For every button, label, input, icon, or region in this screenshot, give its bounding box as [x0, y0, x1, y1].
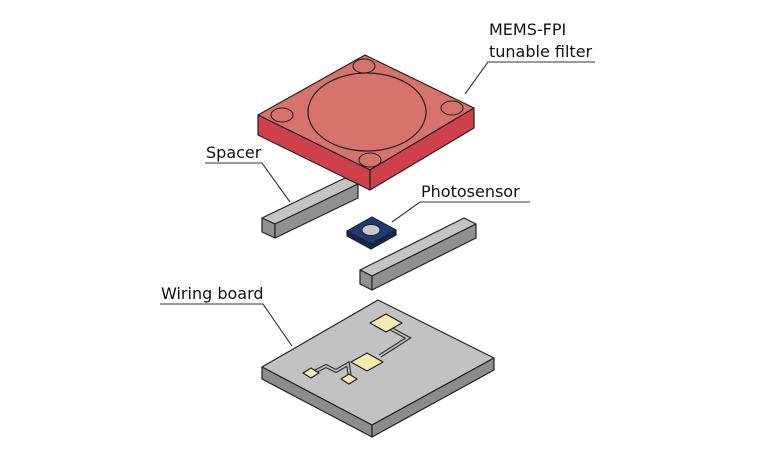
- spacer-left-side: [274, 183, 359, 239]
- filter-mount-hole: [270, 107, 294, 123]
- label-filter-line2: tunable filter: [489, 42, 593, 61]
- mems-fpi-filter: [257, 54, 475, 191]
- leader-line-photosensor: [391, 201, 530, 223]
- bond-pad: [302, 367, 320, 379]
- bond-pad: [369, 313, 403, 333]
- leader-line-filter: [464, 61, 595, 95]
- leader-line-wiring-board: [160, 303, 293, 347]
- filter-mount-hole: [440, 100, 464, 116]
- label-photosensor: Photosensor: [421, 182, 520, 201]
- bond-pad: [350, 352, 384, 372]
- filter-mount-hole: [358, 152, 382, 168]
- spacer-right: [359, 217, 477, 291]
- wiring-board-right-side: [371, 357, 495, 438]
- photosensor-body-side: [370, 229, 397, 250]
- wiring-board: [261, 299, 495, 438]
- photosensor-window: [361, 224, 381, 236]
- spacer-right-side: [371, 223, 477, 291]
- wiring-trace: [311, 362, 351, 379]
- label-spacer: Spacer: [206, 143, 262, 162]
- filter-right-side: [369, 107, 475, 191]
- label-wiring-board: Wiring board: [161, 284, 264, 303]
- bond-pad: [340, 373, 358, 385]
- leader-line-spacer: [205, 162, 291, 203]
- filter-mount-hole: [352, 58, 376, 74]
- spacer-left: [261, 177, 359, 239]
- label-filter-line1: MEMS-FPI: [489, 20, 566, 39]
- wiring-trace: [379, 325, 410, 357]
- photosensor: [346, 216, 397, 250]
- filter-top: [257, 54, 475, 171]
